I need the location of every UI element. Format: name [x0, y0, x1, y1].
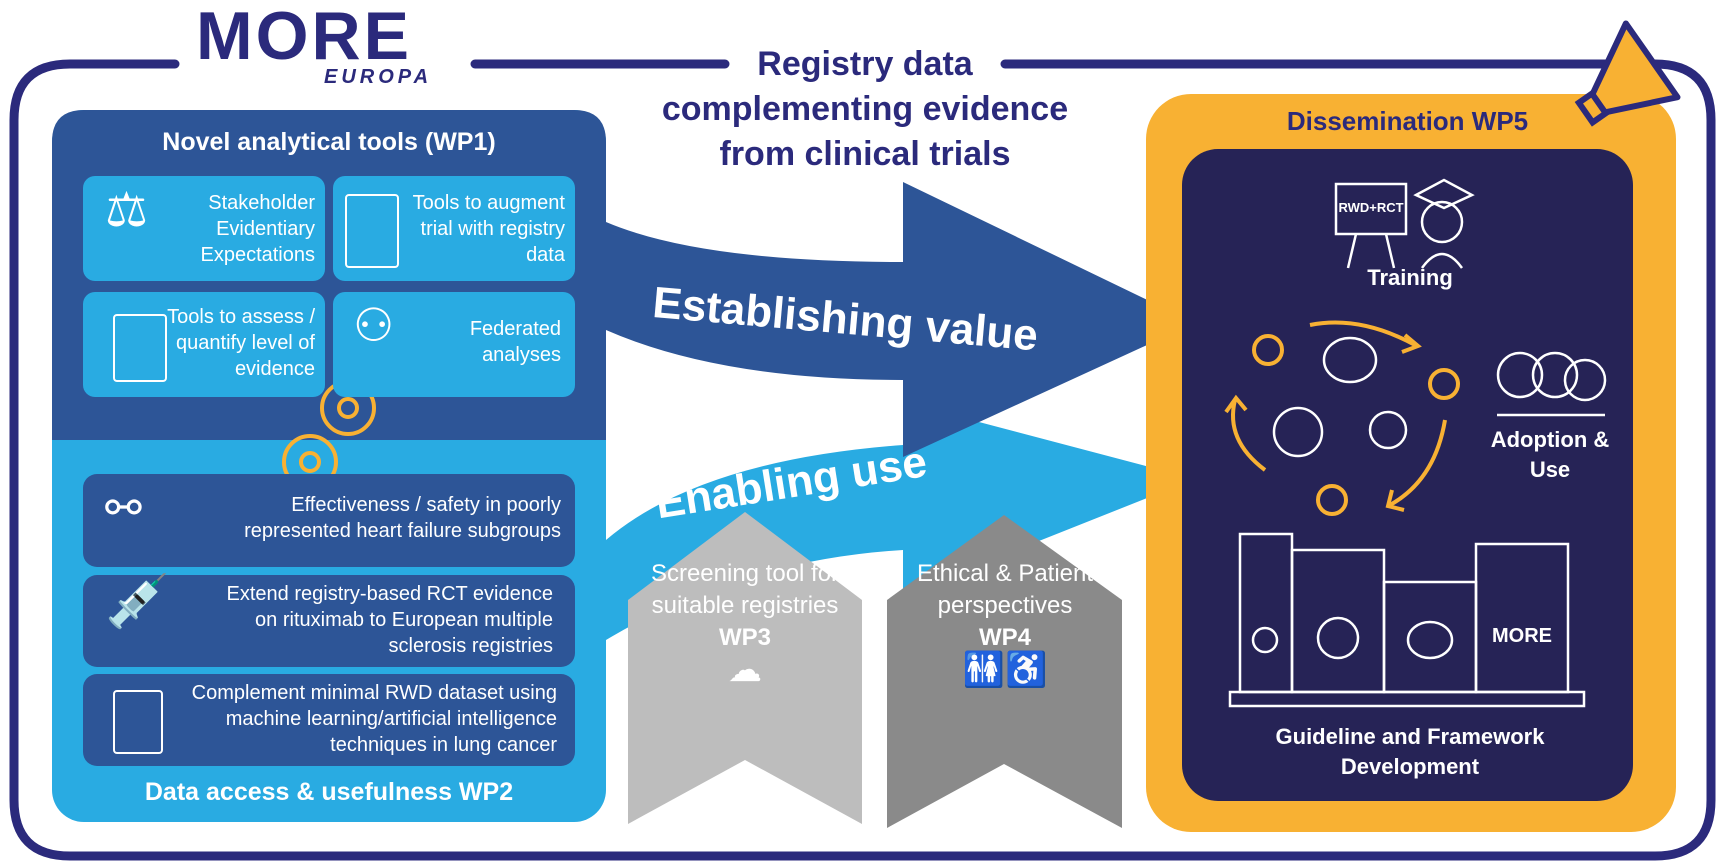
wp1-item-label: Stakeholder Evidentiary Expectations: [200, 192, 315, 266]
wp1-item-label: Tools to assess / quantify level of evid…: [167, 306, 315, 380]
network-icon: ⚇: [353, 299, 395, 351]
title-line-1: Registry data: [757, 45, 973, 83]
logo-subtext: EUROPA: [324, 66, 433, 88]
wp2-title: Data access & usefulness WP2: [144, 778, 514, 806]
wp2-item-rituximab: 💉 Extend registry-based RCT evidence on …: [83, 575, 575, 667]
wp2-item-heart-failure: ⚯ Effectiveness / safety in poorly repre…: [83, 474, 575, 567]
wp1-item-assess: Tools to assess / quantify level of evid…: [83, 292, 325, 397]
guideline-label: Guideline and Framework Development: [1275, 724, 1545, 779]
training-label: Training: [1367, 265, 1453, 290]
cloud-computer-icon: ☁: [728, 651, 762, 689]
wp2-item-lung-cancer: Complement minimal RWD dataset using mac…: [83, 674, 575, 766]
wp2-item-label: Extend registry-based RCT evidence on ri…: [226, 583, 553, 657]
whiteboard-text: RWD+RCT: [1338, 200, 1404, 215]
page-title: Registry data complementing evidence fro…: [620, 42, 1110, 177]
wp2-item-label: Effectiveness / safety in poorly represe…: [244, 494, 561, 542]
people-wheelchair-icon: 🚻♿: [962, 651, 1048, 689]
wp3-tag: WP3: [718, 624, 771, 651]
wp1-item-label: Tools to augment trial with registry dat…: [412, 192, 565, 266]
logo-text: MORE: [196, 0, 412, 74]
wp1-item-stakeholder: ⚖ Stakeholder Evidentiary Expectations: [83, 176, 325, 281]
clipboard-icon: [113, 690, 163, 754]
megaphone-icon: [1574, 20, 1681, 127]
wp3-label: Screening tool for suitable registries: [650, 560, 840, 619]
elderly-person-icon: [1368, 410, 1408, 450]
sliders-icon: [345, 194, 399, 268]
graduate-icon: [1413, 178, 1475, 269]
wp2-item-label: Complement minimal RWD dataset using mac…: [191, 682, 557, 756]
logo: MORE EUROPA: [196, 0, 446, 89]
lungs-icon: [1322, 336, 1378, 384]
wp1-title: Novel analytical tools (WP1): [162, 128, 496, 156]
scales-icon: ⚖: [105, 184, 149, 237]
whiteboard-icon: [1334, 182, 1408, 236]
title-line-3: from clinical trials: [719, 135, 1011, 173]
wp1-item-augment: Tools to augment trial with registry dat…: [333, 176, 575, 281]
podium-icon: [1228, 532, 1586, 708]
wp1-item-label: Federated analyses: [469, 318, 561, 366]
establishing-value-arrow: [606, 182, 1195, 457]
wp1-item-federated: ⚇ Federated analyses: [333, 292, 575, 397]
wp4-block: Ethical & Patient perspectives WP4 🚻♿: [905, 558, 1105, 689]
adoption-label: Adoption & Use: [1490, 427, 1610, 482]
podium-mini-logo: MORE: [1492, 625, 1552, 647]
abacus-icon: [113, 314, 167, 382]
people-group-icon: [1496, 351, 1607, 417]
enabling-use-arrow: [606, 402, 1195, 640]
title-line-2: complementing evidence: [661, 90, 1069, 128]
wp5-inner-panel: [1182, 149, 1633, 801]
wp4-label: Ethical & Patient perspectives: [916, 560, 1094, 619]
wp5-title: Dissemination WP5: [1286, 106, 1529, 136]
wp4-tag: WP4: [978, 624, 1031, 651]
cycle-icon: [1224, 320, 1460, 516]
syringe-icon: 💉: [105, 573, 170, 631]
wp4-shape: [887, 515, 1122, 828]
wp3-block: Screening tool for suitable registries W…: [640, 558, 850, 689]
subgroup-icon: ⚯: [105, 484, 142, 533]
outer-frame: [9, 59, 1716, 861]
wp3-shape: [628, 512, 862, 824]
heart-icon: [1272, 406, 1324, 458]
